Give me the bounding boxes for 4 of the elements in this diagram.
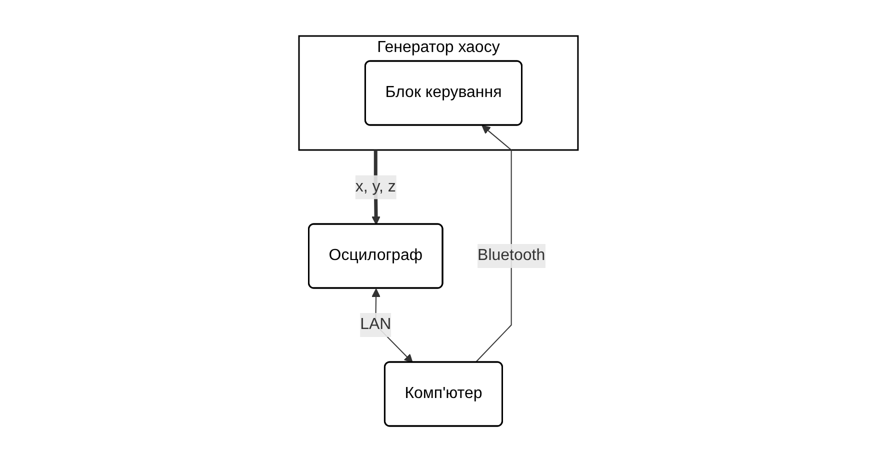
edge-label: LAN <box>360 316 391 332</box>
edge-label: x, y, z <box>354 178 396 195</box>
arrow <box>474 124 512 362</box>
edge-label: Bluetooth <box>477 246 545 264</box>
